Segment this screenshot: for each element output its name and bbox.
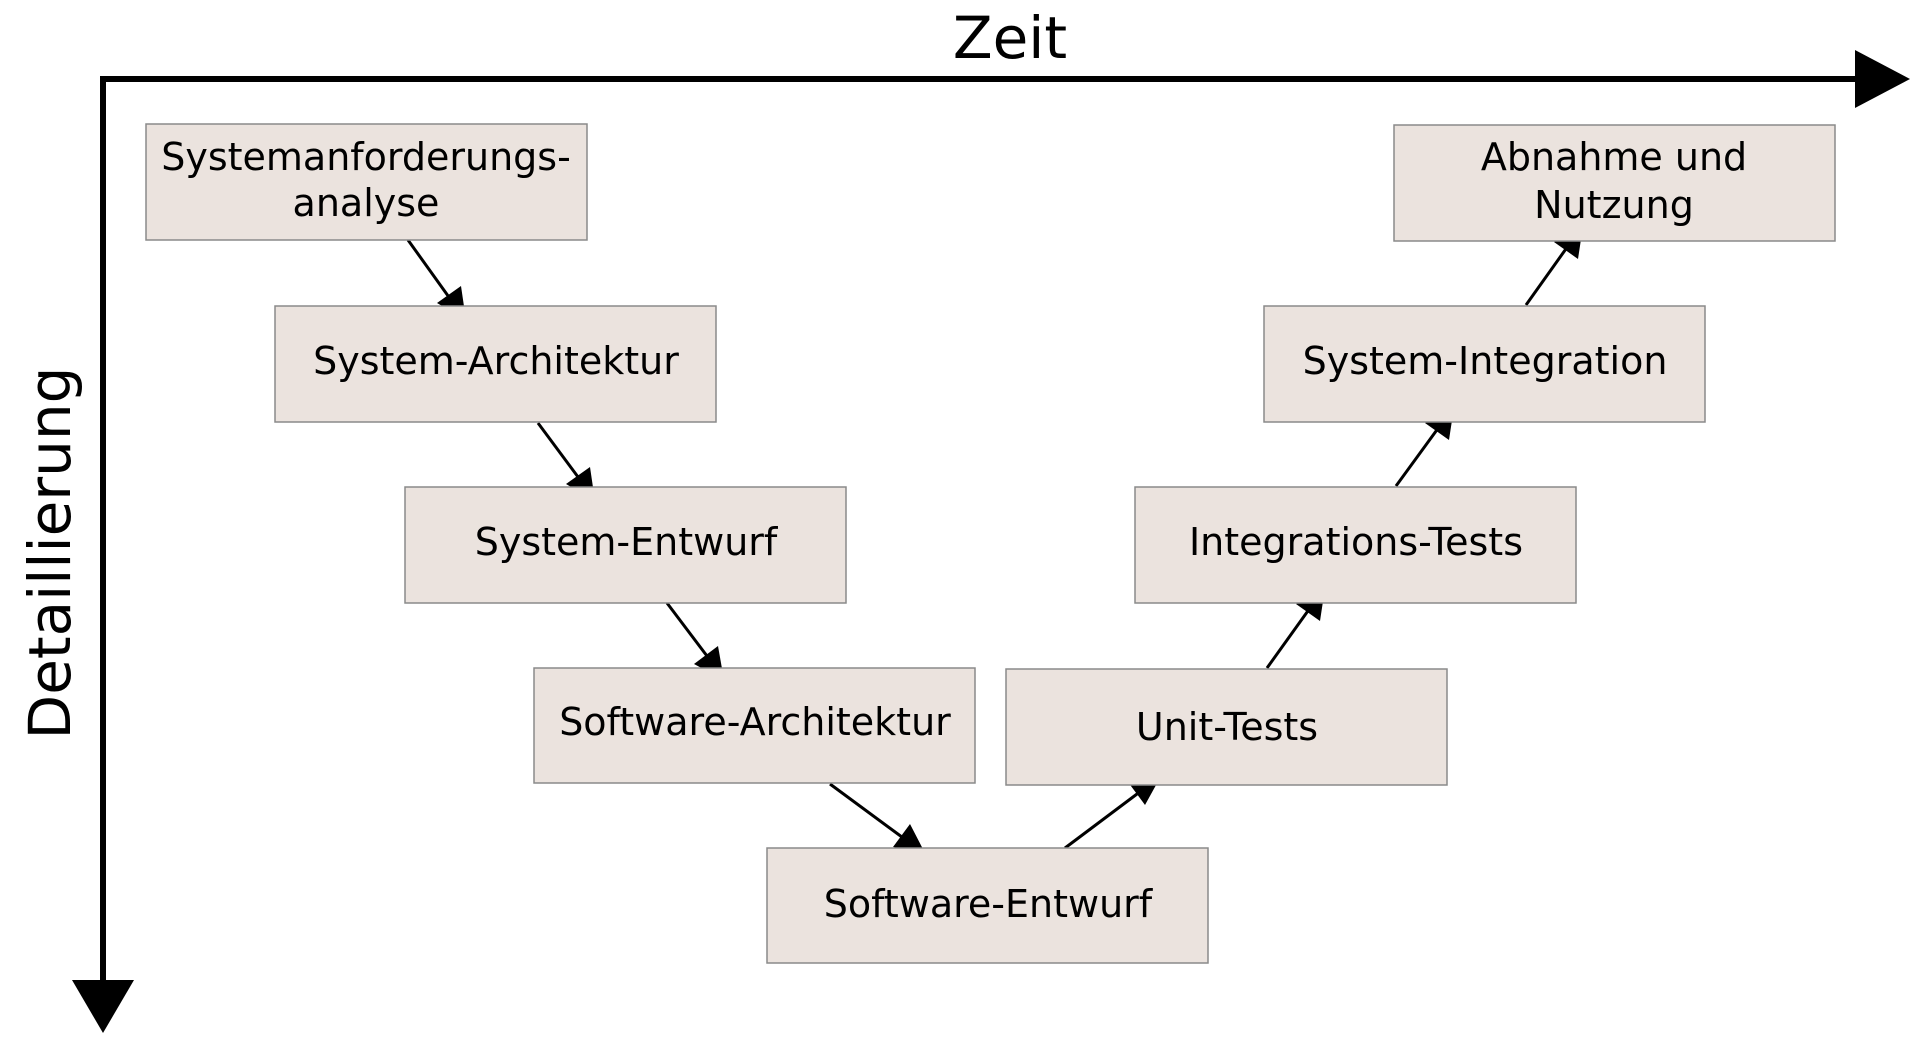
phase-box-systemanforderungsanalyse: Systemanforderungs- analyse (145, 123, 588, 241)
phase-box-abnahme-und-nutzung: Abnahme und Nutzung (1393, 124, 1836, 242)
phase-box-system-integration: System-Integration (1263, 305, 1706, 423)
flow-arrow-1 (406, 239, 453, 301)
phase-label: System-Entwurf (475, 520, 779, 564)
phase-label: Nutzung (1534, 183, 1694, 227)
phase-label: Software-Entwurf (824, 882, 1154, 926)
phase-box-software-architektur: Software-Architektur (533, 667, 976, 784)
phase-box-software-entwurf: Software-Entwurf (766, 847, 1209, 964)
phase-label: Systemanforderungs- (161, 135, 571, 179)
detail-axis-arrowhead (72, 980, 134, 1033)
flow-arrow-3 (665, 602, 712, 661)
flow-arrow-5 (1064, 789, 1142, 850)
flow-arrow-8 (1524, 245, 1570, 306)
detail-axis-label: Detaillierung (16, 367, 84, 740)
time-axis-label: Zeit (953, 4, 1067, 72)
phase-box-unit-tests: Unit-Tests (1005, 668, 1448, 786)
phase-label: System-Integration (1303, 339, 1668, 383)
phase-box-integrations-tests: Integrations-Tests (1134, 486, 1577, 604)
time-axis-arrowhead (1855, 50, 1910, 108)
phase-label: System-Architektur (313, 339, 679, 383)
flow-arrow-2 (536, 422, 583, 482)
phase-label: Unit-Tests (1136, 705, 1318, 749)
phase-label: Abnahme und (1481, 135, 1747, 179)
flow-arrow-6 (1265, 607, 1312, 669)
flow-arrow-7 (1394, 426, 1441, 487)
phase-label: Integrations-Tests (1189, 520, 1523, 564)
phase-label: analyse (293, 181, 440, 225)
phase-label: Software-Architektur (559, 700, 951, 744)
flow-arrow-4 (829, 782, 907, 842)
phase-box-system-entwurf: System-Entwurf (404, 486, 847, 604)
phase-box-system-architektur: System-Architektur (274, 305, 717, 423)
